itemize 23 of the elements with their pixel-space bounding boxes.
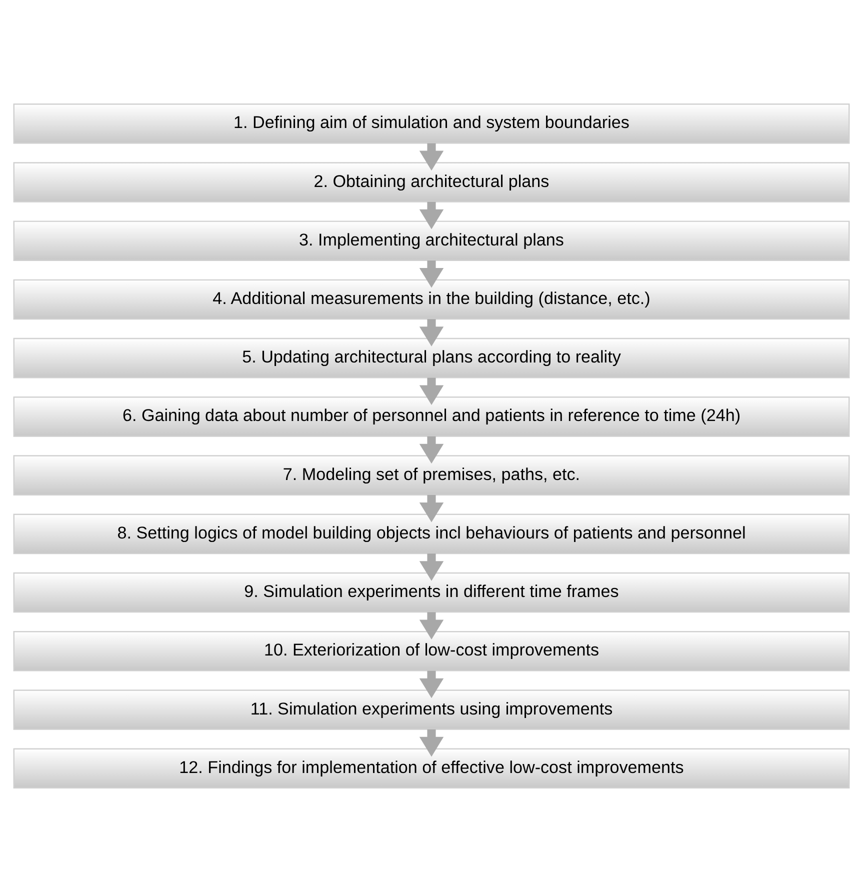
node-box: 11. Simulation experiments using improvements bbox=[12, 689, 850, 730]
node-box: 2. Obtaining architectural plans bbox=[12, 162, 850, 202]
arrow bbox=[418, 612, 444, 639]
arrow bbox=[418, 436, 444, 464]
arrow bbox=[418, 260, 444, 288]
arrow bbox=[418, 142, 444, 170]
arrow bbox=[418, 377, 444, 405]
arrow bbox=[418, 318, 444, 346]
node-box: 3. Implementing architectural plans bbox=[12, 220, 850, 260]
node-box: 9. Simulation experiments in different time frames bbox=[12, 572, 850, 612]
arrow bbox=[418, 494, 444, 522]
node-box: 10. Exteriorization of low-cost improvements bbox=[12, 630, 850, 671]
arrow bbox=[418, 728, 444, 756]
arrow bbox=[418, 670, 444, 698]
node-box: 1. Defining aim of simulation and system boundaries bbox=[12, 102, 850, 144]
arrow bbox=[418, 201, 444, 229]
node-box: 6. Gaining data about number of personnel and patients in reference to time (24h) bbox=[12, 396, 850, 436]
arrow bbox=[418, 553, 444, 580]
node-box: 12. Findings for implementation of effective low-cost improvements bbox=[12, 748, 850, 788]
node-box: 8. Setting logics of model building objects incl behaviours of patients and personnel bbox=[12, 513, 850, 554]
node-box: 4. Additional measurements in the building (distance, etc.) bbox=[12, 278, 850, 320]
node-box: 7. Modeling set of premises, paths, etc. bbox=[12, 454, 850, 495]
node-box: 5. Updating architectural plans according to reality bbox=[12, 337, 850, 378]
